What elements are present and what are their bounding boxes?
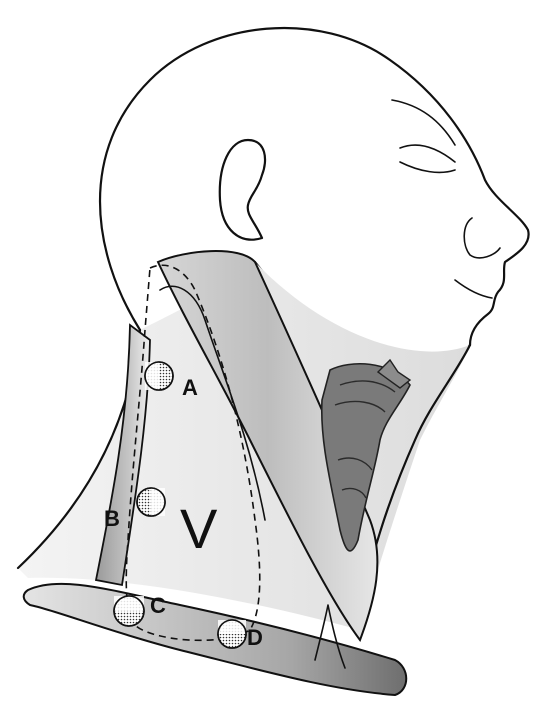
point-b	[137, 488, 165, 516]
point-c	[114, 596, 144, 626]
region-label: V	[180, 497, 218, 560]
label-a: A	[182, 375, 198, 400]
ear	[220, 140, 265, 240]
point-d	[218, 620, 246, 648]
label-d: D	[247, 625, 263, 650]
label-b: B	[104, 506, 120, 531]
point-a	[145, 362, 173, 390]
label-c: C	[150, 593, 166, 618]
